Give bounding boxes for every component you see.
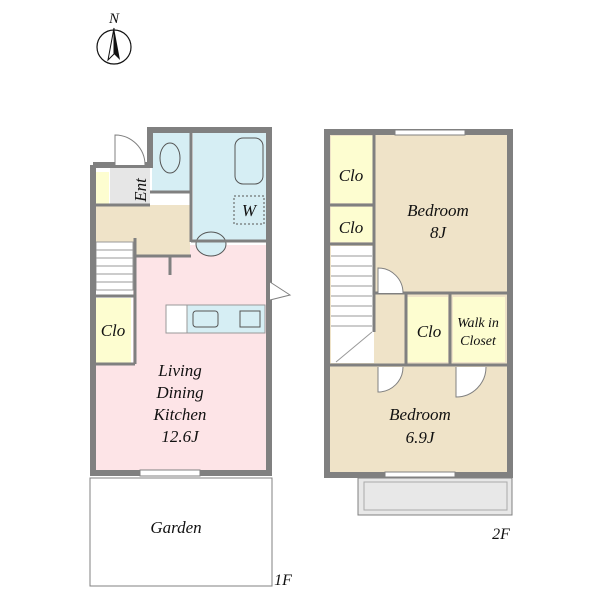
closet-2f-mid (331, 207, 373, 242)
side-door[interactable] (269, 281, 292, 301)
ldk-room (96, 245, 266, 470)
entrance-label: Ent (131, 177, 150, 203)
window (139, 469, 201, 477)
wall-1f-outer (90, 127, 272, 476)
closet-2f-top (331, 136, 373, 203)
walk-in-closet (453, 297, 505, 362)
washer-space (233, 195, 265, 225)
shoe-closet (96, 172, 109, 205)
floor1-label: 1F (274, 572, 292, 589)
ldk-line1: Living (157, 361, 201, 380)
closet-label: Clo (101, 321, 126, 340)
window (394, 129, 466, 136)
bedroom2-size: 6.9J (406, 428, 436, 447)
bedroom2-name: Bedroom (389, 405, 451, 424)
kitchen-sink-icon (192, 310, 219, 328)
bedroom1-name: Bedroom (407, 201, 469, 220)
bedroom1-size: 8J (430, 223, 448, 242)
bedroom1-door[interactable] (377, 267, 404, 294)
garden-area (89, 477, 273, 587)
ldk-line2: Dining (155, 383, 203, 402)
closet-2f-hall (407, 297, 448, 362)
ldk-line3: Kitchen (153, 405, 207, 424)
closet-top-label: Clo (339, 166, 364, 185)
closet-mid-label: Clo (339, 218, 364, 237)
window (384, 471, 456, 478)
entrance-area (110, 168, 150, 205)
floor2-label: 2F (492, 526, 510, 543)
walk-in-line2: Closet (460, 334, 497, 349)
bathtub-icon (234, 137, 264, 185)
closet-1f (96, 298, 131, 363)
ldk-size: 12.6J (161, 427, 200, 446)
garden-label: Garden (150, 518, 201, 537)
balcony (357, 477, 513, 516)
toilet-icon (159, 142, 181, 174)
walk-in-closet-door[interactable] (455, 366, 487, 398)
sink-icon (195, 231, 227, 257)
bedroom2-door[interactable] (377, 366, 404, 393)
stairs-2f (331, 246, 374, 363)
north-compass-icon: N (96, 11, 132, 65)
walk-in-line1: Walk in (457, 316, 499, 331)
floor-2: Clo Clo Clo Walk in Closet Bedroom 8J Be… (324, 129, 513, 543)
entrance-door[interactable] (114, 134, 146, 166)
closet-hall-label: Clo (417, 322, 442, 341)
stairs-1f (95, 241, 134, 291)
stove-icon (239, 310, 261, 328)
floor-1: Ent W Clo Living Dining Kitchen 12.6J Ga… (89, 127, 292, 589)
washer-label: W (242, 201, 258, 220)
compass-label: N (108, 11, 120, 27)
